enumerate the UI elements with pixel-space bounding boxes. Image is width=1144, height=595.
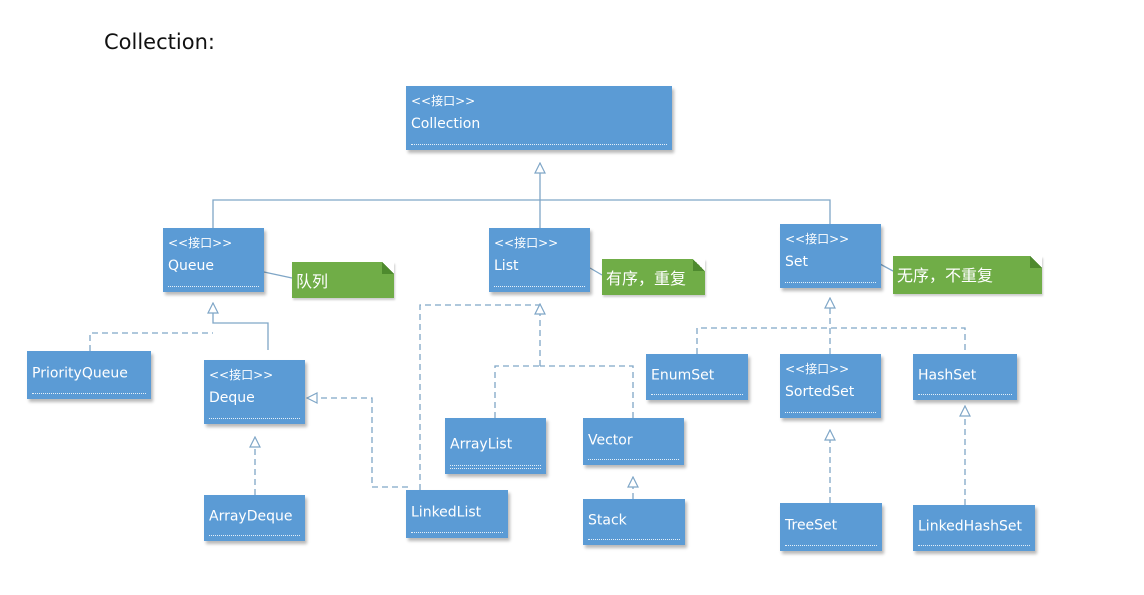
node-hashset[interactable]: HashSet <box>913 354 1017 400</box>
note-text: 队列 <box>296 272 329 291</box>
class-name: Vector <box>588 431 633 448</box>
node-deque[interactable]: <<接口>> Deque <box>204 360 305 424</box>
class-name: Queue <box>168 258 214 274</box>
divider <box>411 144 667 145</box>
stereotype-label: <<接口>> <box>785 232 850 246</box>
node-collection[interactable]: <<接口>> Collection <box>406 86 672 150</box>
note-text: 有序，重复 <box>606 269 687 288</box>
stereotype-label: <<接口>> <box>168 236 233 250</box>
node-queue[interactable]: <<接口>> Queue <box>163 228 264 292</box>
edge-priorityqueue-queue <box>89 332 213 351</box>
note-queue: 队列 <box>292 262 394 298</box>
class-name: ArrayList <box>450 436 513 453</box>
divider <box>651 394 743 395</box>
class-name: Stack <box>588 512 627 529</box>
divider <box>32 393 146 394</box>
node-arraydeque[interactable]: ArrayDeque <box>204 495 305 541</box>
stereotype-label: <<接口>> <box>785 362 850 376</box>
node-treeset[interactable]: TreeSet <box>780 503 882 551</box>
node-sortedset[interactable]: <<接口>> SortedSet <box>780 354 881 418</box>
note-connector-queue <box>263 271 293 279</box>
class-name: Collection <box>411 116 481 132</box>
divider <box>450 468 541 469</box>
divider <box>168 286 259 287</box>
edge-set-collection <box>540 199 831 224</box>
class-name: TreeSet <box>785 517 838 534</box>
divider <box>918 545 1030 546</box>
note-list: 有序，重复 <box>602 259 705 295</box>
page-title: Collection: <box>104 30 215 54</box>
node-list[interactable]: <<接口>> List <box>489 228 590 292</box>
class-name: PriorityQueue <box>32 365 128 382</box>
class-name: SortedSet <box>785 384 855 400</box>
divider <box>588 539 680 540</box>
note-fold <box>1030 256 1042 268</box>
note-connector-set <box>879 263 894 272</box>
class-name: Set <box>785 254 808 270</box>
divider <box>411 532 503 533</box>
divider <box>209 418 300 419</box>
divider <box>785 412 876 413</box>
class-name: List <box>494 258 519 274</box>
stereotype-label: <<接口>> <box>494 236 559 250</box>
class-name: EnumSet <box>651 367 715 384</box>
divider <box>588 459 679 460</box>
class-name: ArrayDeque <box>209 508 293 525</box>
class-name: LinkedList <box>411 504 482 521</box>
divider <box>785 545 877 546</box>
note-fold <box>693 259 705 271</box>
class-name: LinkedHashSet <box>918 518 1022 535</box>
edge-linkedlist-deque <box>307 398 408 488</box>
edge-arraylist-list <box>494 365 540 418</box>
divider <box>450 465 541 466</box>
divider <box>785 282 876 283</box>
node-linkedlist[interactable]: LinkedList <box>406 490 508 538</box>
edge-vector-list <box>540 365 634 418</box>
node-linkedhashset[interactable]: LinkedHashSet <box>913 505 1035 551</box>
edge-enumset-set <box>696 327 966 354</box>
divider <box>494 286 585 287</box>
note-text: 无序，不重复 <box>897 266 994 285</box>
stereotype-label: <<接口>> <box>209 368 274 382</box>
class-name: Deque <box>209 390 255 406</box>
class-name: HashSet <box>918 367 977 384</box>
node-arraylist[interactable]: ArrayList <box>445 418 546 474</box>
node-vector[interactable]: Vector <box>583 418 684 465</box>
divider <box>918 394 1012 395</box>
edge-deque-queue <box>213 303 269 350</box>
edge-linkedlist-list <box>419 304 540 490</box>
stereotype-label: <<接口>> <box>411 94 476 108</box>
node-stack[interactable]: Stack <box>583 499 685 545</box>
edge-queue-collection <box>212 199 540 228</box>
node-set[interactable]: <<接口>> Set <box>780 224 881 288</box>
divider <box>209 535 300 536</box>
node-enumset[interactable]: EnumSet <box>646 354 748 400</box>
note-set: 无序，不重复 <box>893 256 1042 294</box>
node-priorityqueue[interactable]: PriorityQueue <box>27 351 151 399</box>
note-connector-list <box>589 267 603 276</box>
note-fold <box>382 262 394 274</box>
